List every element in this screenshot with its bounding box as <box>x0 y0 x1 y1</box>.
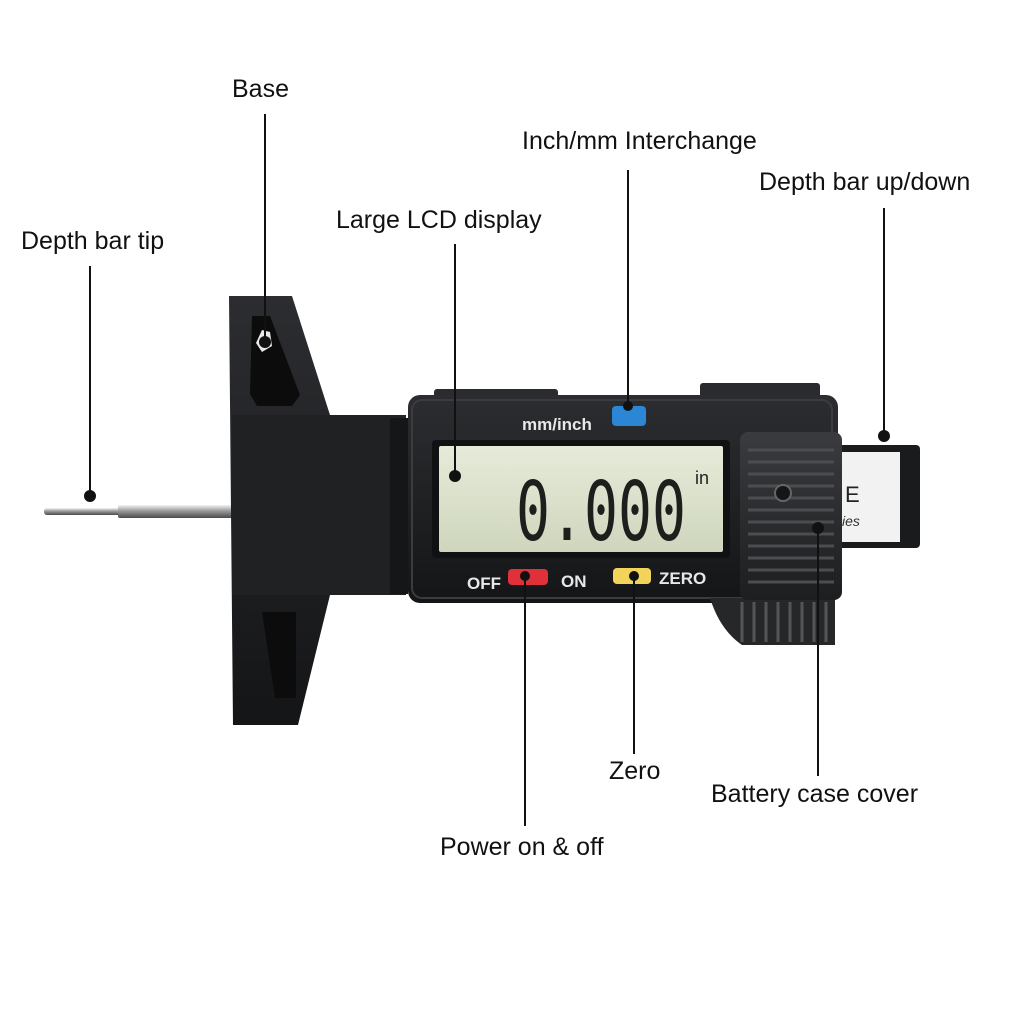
label-zero: Zero <box>609 757 661 785</box>
leader-lines <box>89 114 885 826</box>
label-depth-bar-tip: Depth bar tip <box>21 227 165 255</box>
dot-depth-bar-up-down <box>878 430 890 442</box>
dot-base <box>259 336 271 348</box>
label-power-on-off: Power on & off <box>440 833 604 861</box>
off-label: OFF <box>467 574 501 593</box>
battery-case-cover[interactable] <box>740 432 842 600</box>
label-depth-bar-up-down: Depth bar up/down <box>759 168 971 196</box>
label-inch-mm-interchange: Inch/mm Interchange <box>522 127 757 155</box>
mode-button-label: mm/inch <box>522 415 592 434</box>
base <box>229 296 408 725</box>
dot-inch-mm <box>623 401 633 411</box>
lcd-reading: 0.000 <box>516 465 686 560</box>
label-base: Base <box>232 75 289 103</box>
thumb-wheel <box>710 598 835 645</box>
leader-dots <box>84 336 890 581</box>
dot-lcd <box>449 470 461 482</box>
dot-depth-bar-tip <box>84 490 96 502</box>
zero-label: ZERO <box>659 569 706 588</box>
label-lcd-display: Large LCD display <box>336 206 542 234</box>
depth-bar-probe <box>44 505 236 518</box>
on-label: ON <box>561 572 587 591</box>
label-battery-case-cover: Battery case cover <box>711 780 919 808</box>
lcd-display: 0.000 in <box>432 440 730 560</box>
dot-power <box>520 571 530 581</box>
dot-battery-cover <box>812 522 824 534</box>
slider-small-text: ies <box>842 513 860 529</box>
inch-mm-button[interactable] <box>612 406 646 426</box>
slider-brand-text: E <box>845 482 860 507</box>
lcd-unit: in <box>695 468 709 488</box>
dot-zero <box>629 571 639 581</box>
